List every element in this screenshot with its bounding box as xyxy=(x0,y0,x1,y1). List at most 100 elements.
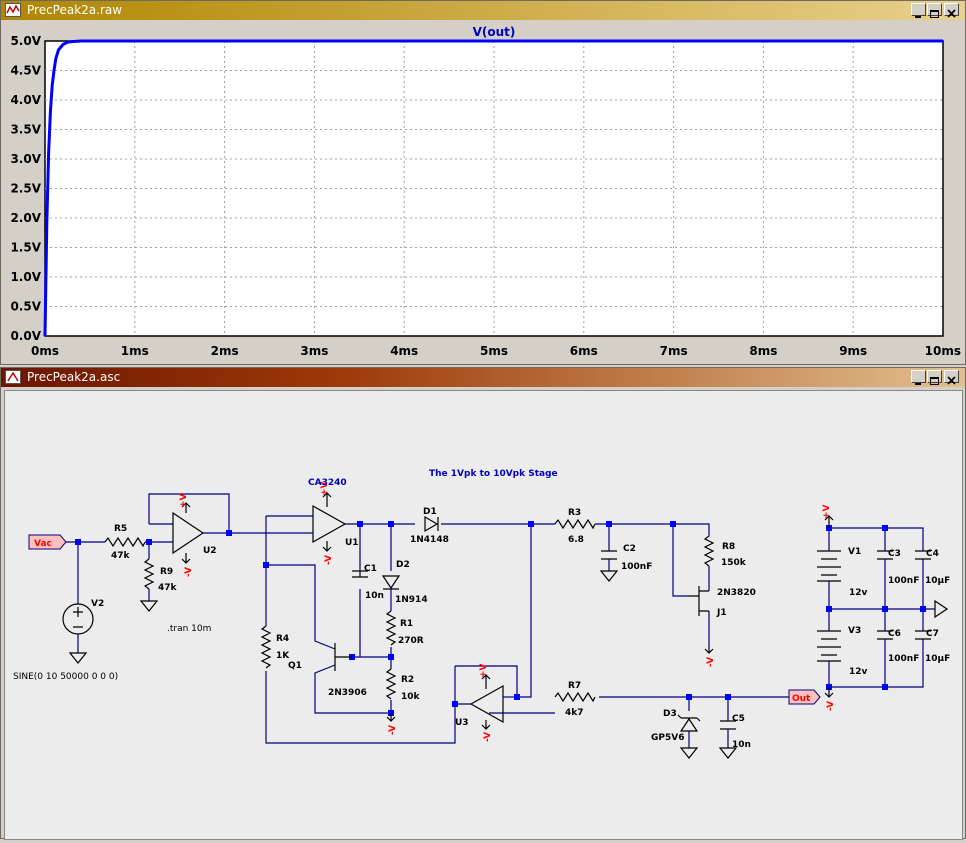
x-tick-label: 3ms xyxy=(300,344,328,358)
plot-window-titlebar[interactable]: PrecPeak2a.raw xyxy=(1,1,965,20)
schematic-window: PrecPeak2a.asc xyxy=(0,367,966,840)
close-icon xyxy=(947,9,956,18)
resistor-r9 xyxy=(143,558,155,590)
svg-text:GP5V6: GP5V6 xyxy=(651,733,684,743)
svg-text:C1: C1 xyxy=(364,564,377,574)
close-button[interactable] xyxy=(944,370,959,385)
svg-text:2N3906: 2N3906 xyxy=(328,688,367,698)
opamp-model-label[interactable]: CA3240 xyxy=(308,478,347,488)
source-spec[interactable]: SINE(0 10 50000 0 0 0) xyxy=(13,672,118,682)
schematic-window-titlebar[interactable]: PrecPeak2a.asc xyxy=(1,368,965,387)
x-tick-label: 0ms xyxy=(31,344,59,358)
series-line-vout xyxy=(43,39,943,337)
close-icon xyxy=(947,376,956,385)
rail-labels: +V -V +V -V -V +V -V -V +V -V xyxy=(179,481,836,742)
tran-directive[interactable]: .tran 10m xyxy=(167,624,211,634)
svg-text:270R: 270R xyxy=(398,636,424,646)
svg-text:-V: -V xyxy=(706,657,716,667)
net-label-out[interactable]: Out xyxy=(788,689,821,705)
y-tick-label: 2.0V xyxy=(10,211,41,225)
chart-title[interactable]: V(out) xyxy=(473,25,516,39)
capacitor-c5 xyxy=(720,720,736,730)
svg-text:D2: D2 xyxy=(396,560,410,570)
svg-text:100nF: 100nF xyxy=(888,576,919,586)
svg-text:U2: U2 xyxy=(203,546,217,556)
capacitor-c6 xyxy=(877,630,893,640)
resistor-r8 xyxy=(703,535,715,567)
svg-text:+V: +V xyxy=(822,504,832,519)
y-tick-label: 0.0V xyxy=(10,329,41,343)
ground-r9 xyxy=(139,600,159,612)
net-label-vac-text: Vac xyxy=(34,539,52,549)
close-button[interactable] xyxy=(944,3,959,18)
opamp-u1 xyxy=(312,504,347,544)
ground-c2 xyxy=(599,570,619,582)
svg-text:+V: +V xyxy=(179,493,189,508)
x-tick-label: 7ms xyxy=(660,344,688,358)
restore-icon xyxy=(930,10,939,18)
schematic-window-title: PrecPeak2a.asc xyxy=(27,370,121,384)
svg-text:R1: R1 xyxy=(400,619,413,629)
resistor-r2 xyxy=(385,668,397,700)
schematic-drawing[interactable]: Vac Out +V -V +V -V -V +V -V -V +V -V Th… xyxy=(5,391,962,839)
y-tick-label: 4.0V xyxy=(10,93,41,107)
grid-lines xyxy=(45,41,943,336)
svg-text:V3: V3 xyxy=(848,626,861,636)
svg-text:R3: R3 xyxy=(568,508,581,518)
ground-d3 xyxy=(679,747,699,759)
svg-text:10k: 10k xyxy=(401,692,421,702)
svg-text:R7: R7 xyxy=(568,681,581,691)
zener-d3 xyxy=(677,714,701,732)
svg-text:+V: +V xyxy=(320,481,330,496)
svg-text:10µF: 10µF xyxy=(925,654,950,664)
waveform-chart[interactable]: 0.0V0.5V1.0V1.5V2.0V2.5V3.0V3.5V4.0V4.5V… xyxy=(1,22,965,362)
svg-text:R2: R2 xyxy=(401,675,414,685)
capacitor-c4 xyxy=(915,550,931,560)
svg-text:C6: C6 xyxy=(888,629,901,639)
svg-text:V1: V1 xyxy=(848,547,861,557)
transistor-q1 xyxy=(334,643,352,671)
svg-text:12v: 12v xyxy=(849,667,868,677)
y-tick-label: 1.0V xyxy=(10,270,41,284)
svg-text:10n: 10n xyxy=(732,740,751,750)
svg-text:100nF: 100nF xyxy=(621,562,652,572)
schematic-canvas[interactable]: Vac Out +V -V +V -V -V +V -V -V +V -V Th… xyxy=(4,390,963,840)
restore-button[interactable] xyxy=(927,370,942,385)
source-v2 xyxy=(62,603,94,635)
restore-button[interactable] xyxy=(927,3,942,18)
ground-c5 xyxy=(718,747,738,759)
resistor-r3 xyxy=(554,518,596,530)
x-tick-label: 2ms xyxy=(211,344,239,358)
svg-text:4k7: 4k7 xyxy=(565,708,584,718)
svg-text:1N4148: 1N4148 xyxy=(410,535,449,545)
diode-d2 xyxy=(381,575,401,590)
net-label-out-text: Out xyxy=(792,694,811,704)
diode-d1 xyxy=(424,515,439,533)
svg-text:Q1: Q1 xyxy=(288,661,302,671)
x-tick-label: 8ms xyxy=(749,344,777,358)
svg-text:C3: C3 xyxy=(888,549,901,559)
y-tick-label: 3.0V xyxy=(10,152,41,166)
x-tick-label: 1ms xyxy=(121,344,149,358)
svg-text:-V: -V xyxy=(388,725,398,735)
net-label-vac[interactable]: Vac xyxy=(28,534,67,550)
minimize-button[interactable] xyxy=(911,370,926,385)
stage-annotation[interactable]: The 1Vpk to 10Vpk Stage xyxy=(429,469,558,479)
svg-text:47k: 47k xyxy=(111,551,131,561)
svg-text:R4: R4 xyxy=(276,634,289,644)
svg-text:U3: U3 xyxy=(455,718,469,728)
resistor-r1 xyxy=(385,610,397,646)
svg-text:C5: C5 xyxy=(732,714,745,724)
minimize-icon xyxy=(915,383,921,385)
svg-text:-V: -V xyxy=(826,701,836,711)
svg-text:R9: R9 xyxy=(160,567,173,577)
svg-text:2N3820: 2N3820 xyxy=(717,588,756,598)
svg-text:6.8: 6.8 xyxy=(568,535,584,545)
svg-text:+V: +V xyxy=(479,663,489,678)
y-tick-label: 1.5V xyxy=(10,241,41,255)
minimize-button[interactable] xyxy=(911,3,926,18)
plot-window-title: PrecPeak2a.raw xyxy=(27,3,123,17)
x-tick-label: 4ms xyxy=(390,344,418,358)
capacitor-c2 xyxy=(601,550,617,560)
